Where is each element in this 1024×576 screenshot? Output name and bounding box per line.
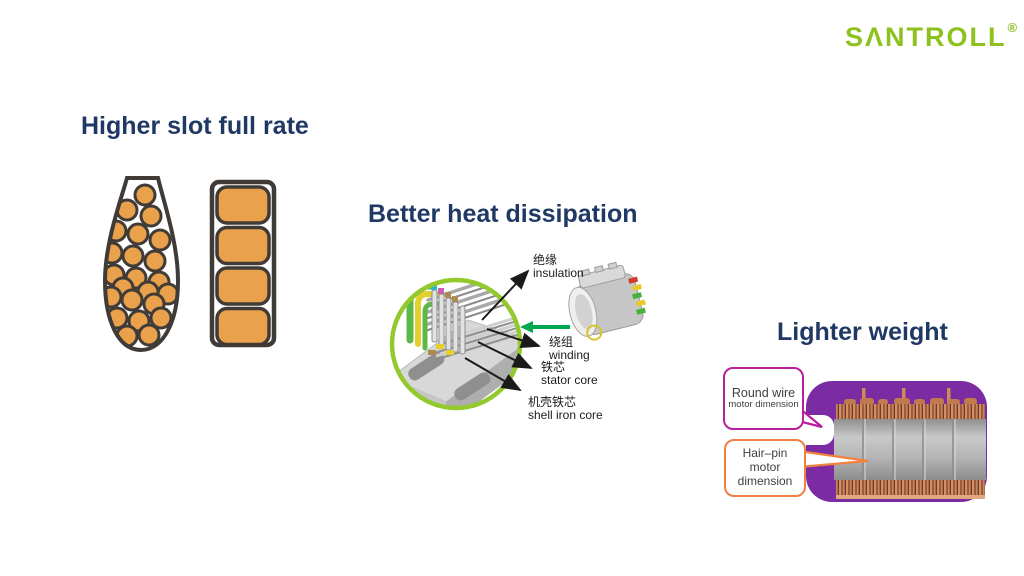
title-better-heat-dissipation: Better heat dissipation bbox=[368, 200, 638, 228]
label-stator-core-en: stator core bbox=[541, 373, 598, 387]
registered-trademark-symbol: ® bbox=[1007, 20, 1020, 35]
copper-pin bbox=[902, 388, 906, 406]
round-wire-slot-shape bbox=[102, 176, 181, 353]
label-stator-core-zh: 铁芯 bbox=[541, 360, 566, 374]
brand-logo: SΛNTROLL® bbox=[845, 20, 1020, 53]
copper-band-bottom bbox=[836, 478, 985, 498]
mini-motor bbox=[520, 261, 646, 341]
end-winding-bumps bbox=[844, 398, 977, 405]
lamination-dividers bbox=[862, 419, 954, 480]
label-arrows bbox=[464, 269, 541, 392]
callout-round-wire: Round wire motor dimension bbox=[723, 367, 804, 430]
slot-fill-figure bbox=[102, 176, 277, 353]
copper-pin bbox=[862, 388, 866, 406]
label-shell-iron-core-en: shell iron core bbox=[528, 408, 603, 422]
callout-hair-pin-line1: Hair–pin motor bbox=[742, 446, 788, 475]
callout-round-wire-line2: motor dimension bbox=[728, 399, 799, 411]
copper-pin bbox=[947, 388, 951, 406]
gray-hairpin-motor bbox=[834, 388, 986, 499]
callout-hair-pin-line2: dimension bbox=[737, 473, 793, 488]
callout-hair-pin: Hair–pin motor dimension bbox=[724, 439, 806, 497]
hairpin-slot-shape bbox=[209, 179, 277, 348]
label-shell-iron-core: 机壳铁芯 shell iron core bbox=[528, 396, 603, 422]
lighter-weight-figure bbox=[796, 381, 987, 502]
label-winding-en: winding bbox=[549, 348, 590, 362]
round-wires bbox=[105, 183, 178, 348]
label-insulation-en: insulation bbox=[533, 266, 584, 280]
hairpin-bars bbox=[215, 185, 271, 347]
label-winding-zh: 绕组 bbox=[549, 335, 574, 349]
label-insulation-zh: 绝缘 bbox=[533, 253, 558, 267]
label-insulation: 绝缘 insulation bbox=[533, 254, 584, 280]
stator-cylinder bbox=[834, 419, 986, 480]
heat-dissipation-figure bbox=[389, 261, 646, 411]
label-shell-iron-core-zh: 机壳铁芯 bbox=[528, 395, 577, 409]
copper-band-top bbox=[836, 404, 985, 421]
lamination-highlights bbox=[864, 419, 956, 480]
green-arrow-icon bbox=[520, 321, 570, 333]
title-higher-slot-full-rate: Higher slot full rate bbox=[81, 112, 309, 140]
label-stator-core: 铁芯 stator core bbox=[541, 361, 598, 387]
callout-round-wire-line1: Round wire bbox=[731, 385, 796, 400]
title-lighter-weight: Lighter weight bbox=[777, 318, 948, 346]
brand-logo-text: SΛNTROLL bbox=[845, 22, 1007, 52]
label-winding: 绕组 winding bbox=[549, 336, 590, 362]
